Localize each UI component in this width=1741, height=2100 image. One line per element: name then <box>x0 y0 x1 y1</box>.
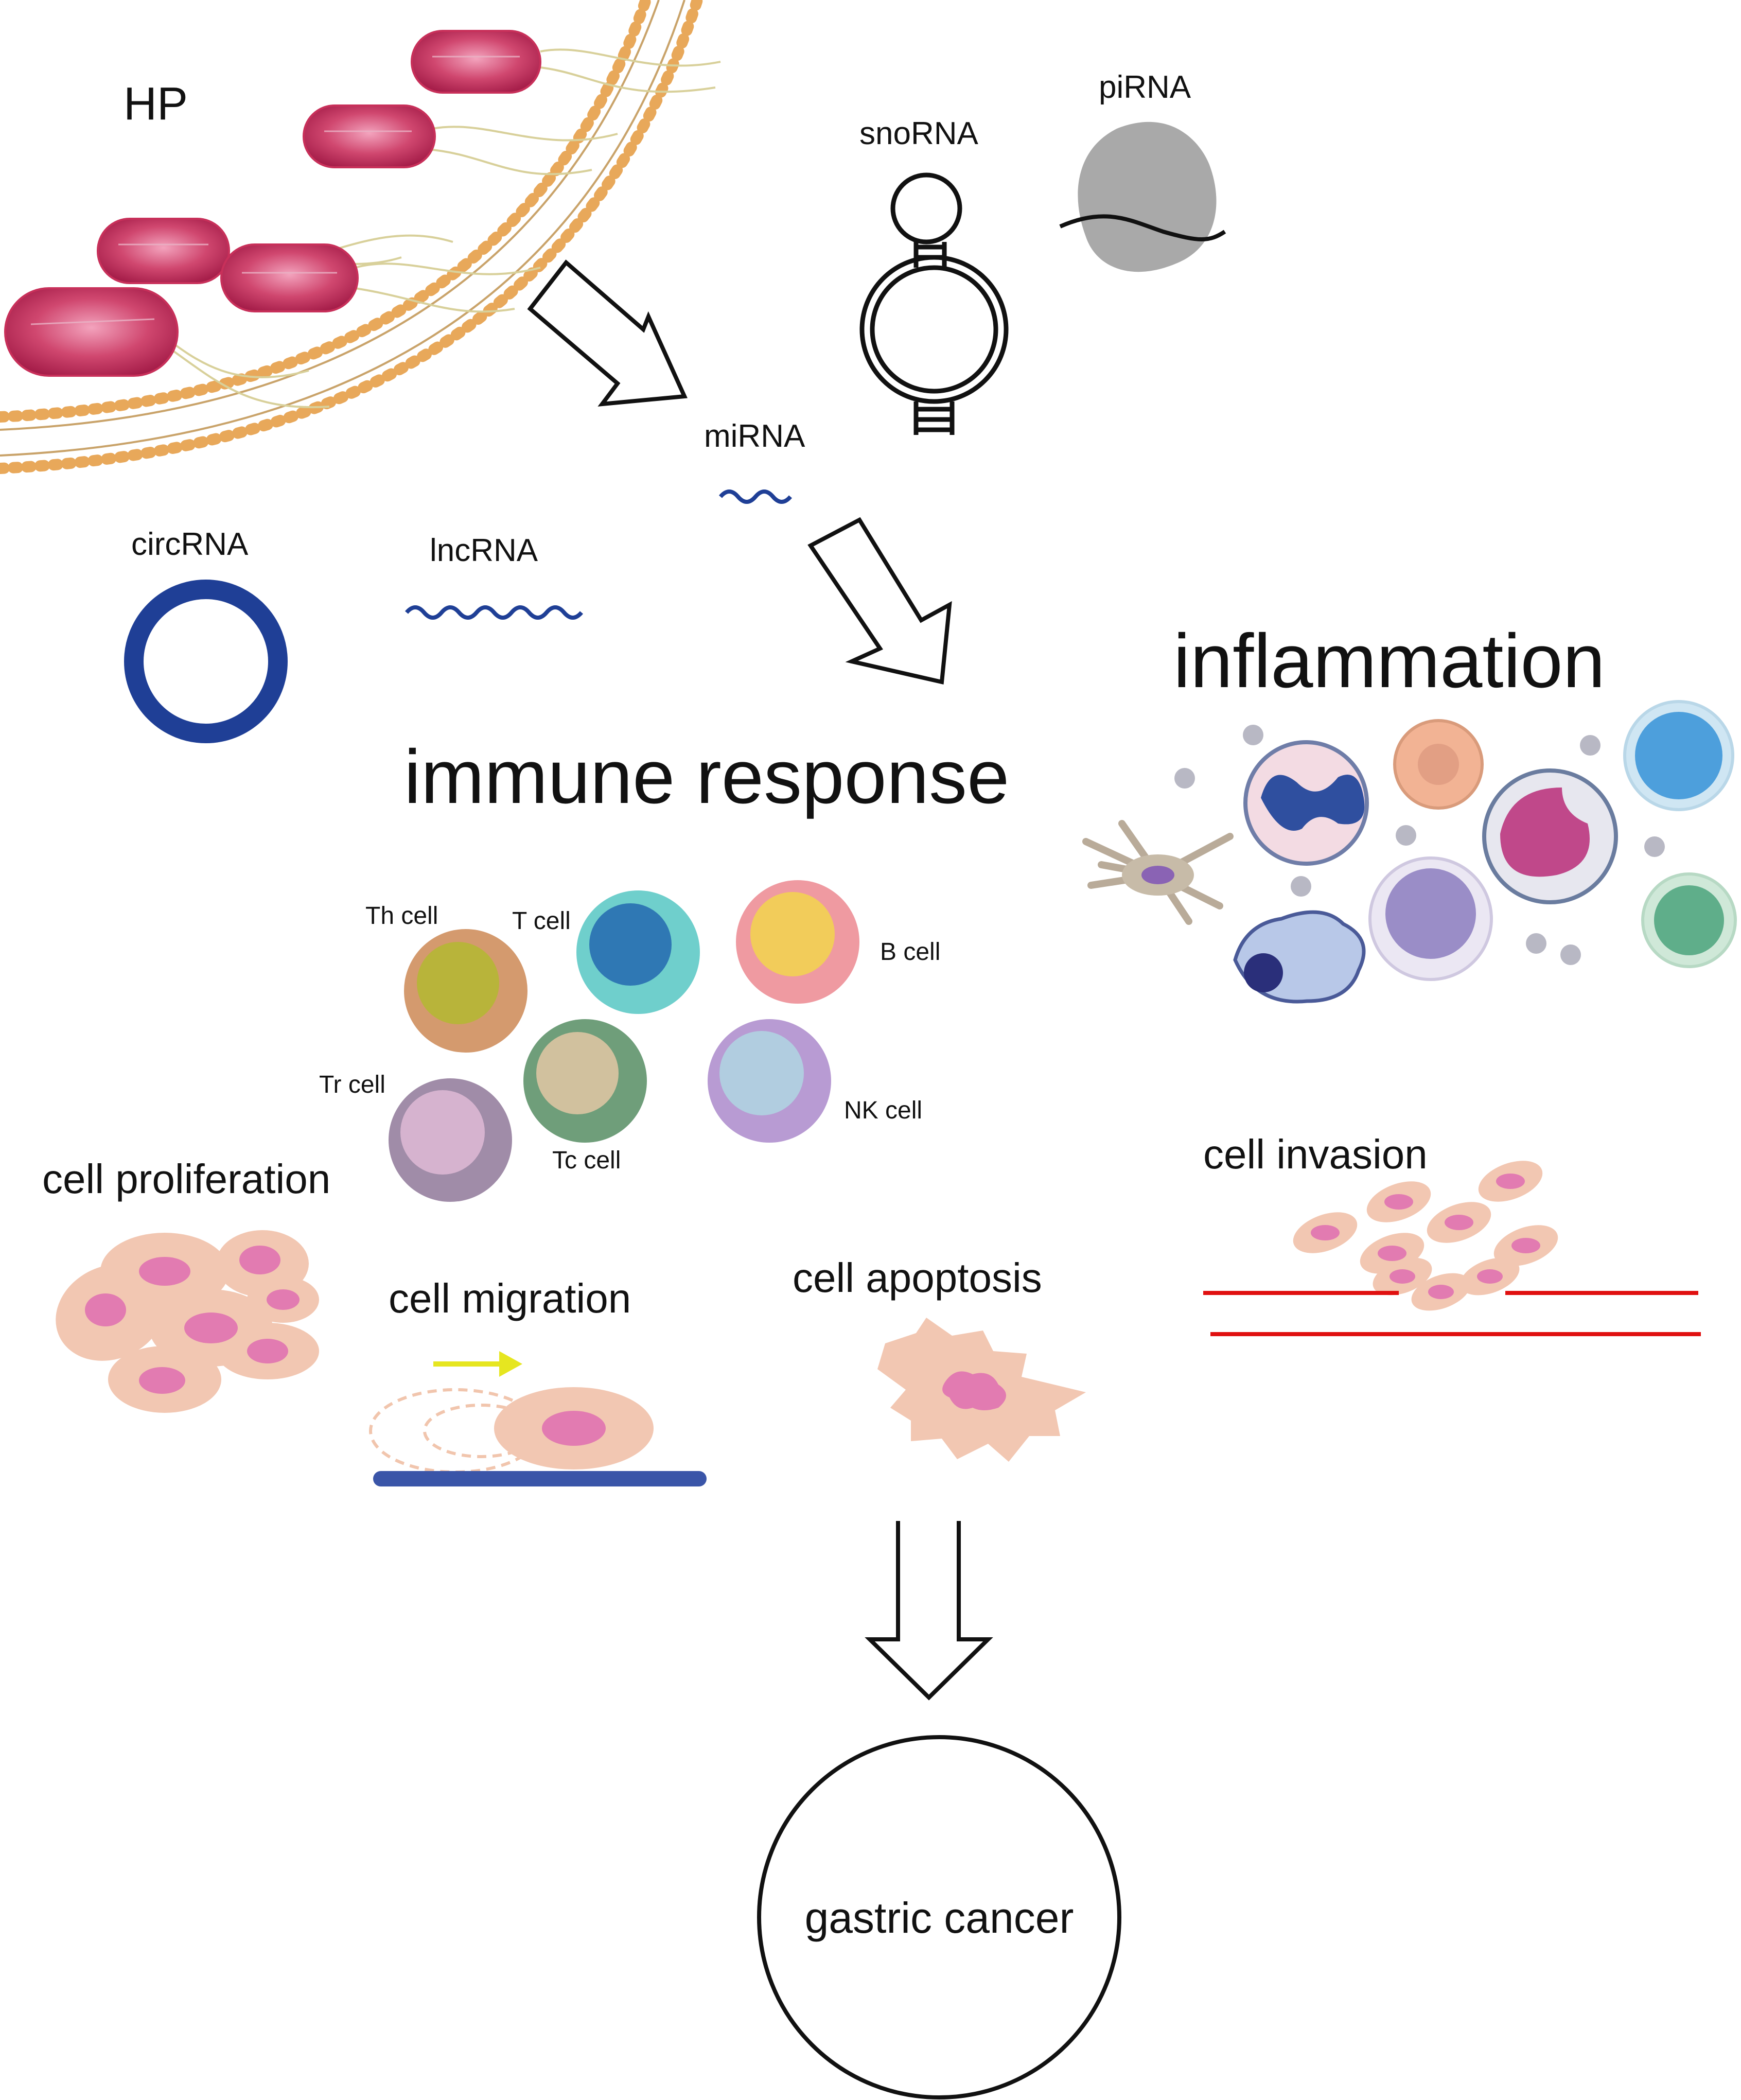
cell-apoptosis-label: cell apoptosis <box>793 1255 1042 1301</box>
apoptotic-cell <box>877 1318 1086 1462</box>
snorna-label: snoRNA <box>859 116 979 151</box>
arrow-to-gastric-cancer <box>865 1521 993 1701</box>
mirna-label: miRNA <box>704 418 805 454</box>
nk-cell <box>708 1019 831 1143</box>
migration-substrate <box>373 1471 707 1486</box>
b-cell-label: B cell <box>880 938 940 966</box>
migrating-cell <box>369 1351 707 1486</box>
circrna-label: circRNA <box>131 527 249 562</box>
cell-proliferation-label: cell proliferation <box>42 1156 330 1202</box>
arrow-mirna-to-immune <box>807 517 952 685</box>
invading-cells <box>1203 1161 1701 1336</box>
eosinophil <box>1393 719 1484 810</box>
tc-cell <box>523 1019 647 1143</box>
proliferating-cells <box>56 1230 319 1413</box>
bacterium <box>303 104 436 168</box>
inflammatory-cells <box>1082 700 1737 1004</box>
lncrna-icon <box>405 605 584 620</box>
tc-cell-label: Tc cell <box>552 1147 621 1174</box>
th-cell <box>404 929 527 1053</box>
tr-cell-label: Tr cell <box>319 1071 385 1098</box>
lncrna-label: lncRNA <box>430 533 538 568</box>
gastric-cancer-circle <box>757 1735 1121 2099</box>
basophil <box>1482 768 1618 904</box>
inflammation-heading: inflammation <box>1173 619 1605 704</box>
pirna-icon <box>1059 121 1226 272</box>
mirna-icon <box>718 489 793 504</box>
helicobacter-pylori-bacteria <box>4 30 721 408</box>
t-cell-label: T cell <box>512 907 571 935</box>
bacterium <box>411 30 541 94</box>
th-cell-label: Th cell <box>365 902 438 930</box>
pirna-label: piRNA <box>1099 69 1191 105</box>
gastric-cancer-label: gastric cancer <box>805 1894 1074 1942</box>
bacterium <box>4 287 179 377</box>
monocyte <box>1368 856 1493 981</box>
neutrophil <box>1243 740 1369 866</box>
lymphocyte-blue <box>1623 700 1734 811</box>
macrophage <box>1233 910 1366 1004</box>
dendritic-cell <box>1082 820 1234 925</box>
circrna-icon <box>124 580 288 743</box>
immune-cells <box>389 880 859 1202</box>
t-cell <box>576 890 700 1014</box>
snorna-icon <box>859 172 1009 435</box>
bacterium <box>220 243 359 312</box>
arrow-hp-to-mirna <box>527 259 688 407</box>
tr-cell <box>389 1078 512 1202</box>
b-cell <box>736 880 859 1004</box>
cell-migration-label: cell migration <box>389 1275 631 1321</box>
lymphocyte-green <box>1641 872 1737 968</box>
nk-cell-label: NK cell <box>844 1097 922 1124</box>
immune-response-heading: immune response <box>404 734 1009 819</box>
hp-label: HP <box>124 78 188 130</box>
bacterium <box>97 218 230 284</box>
cell-invasion-label: cell invasion <box>1203 1131 1428 1177</box>
